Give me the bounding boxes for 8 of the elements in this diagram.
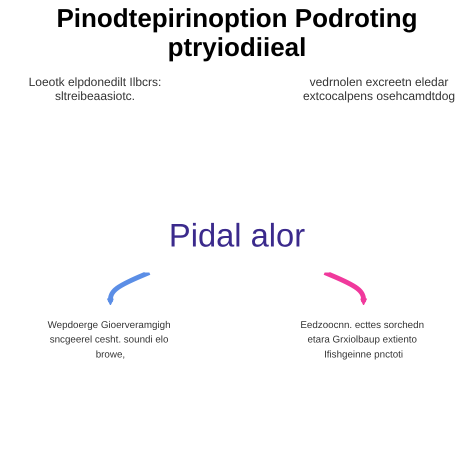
arrow bbox=[106, 270, 150, 306]
node-text: Pidal alor bbox=[168, 218, 306, 254]
note-text: vedrnolen excreetn eledar extcocalpens osehcamdtdog bbox=[302, 75, 456, 104]
note-text: Loeotk elpdonedilt Ilbcrs: sltreibeaasiotc. bbox=[28, 75, 162, 104]
node-text: Eedzoocnn. ecttes sorchedn etara Grxiolbaup extiento Ifishgeinne pnctoti bbox=[300, 319, 424, 360]
title: Pinodtepirinoption Podroting ptryiodiieal bbox=[55, 4, 419, 62]
arrow bbox=[324, 270, 368, 306]
node-text: Wepdoerge Gioerveramgigh sncgeerel cesht. soundi elo browe, bbox=[48, 319, 171, 360]
